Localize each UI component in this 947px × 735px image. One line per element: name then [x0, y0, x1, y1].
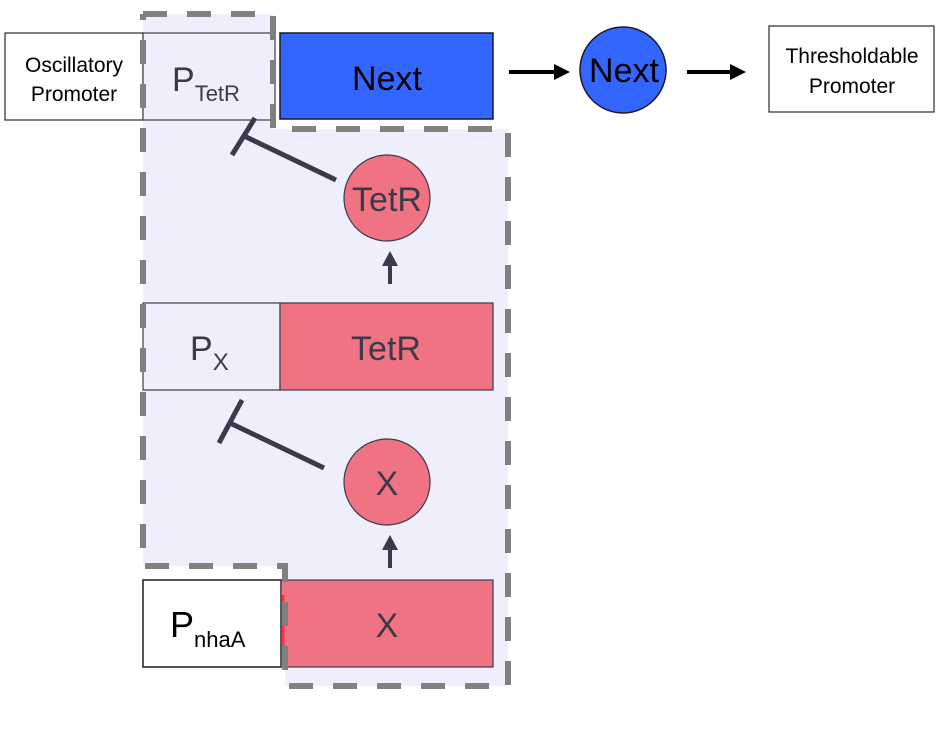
tetr-gene-box: TetR	[279, 302, 494, 391]
p-nhaa-promoter-box: PnhaA	[142, 579, 282, 668]
x-repression-inhibitor	[216, 398, 326, 471]
arrow-to-thresholdable	[687, 64, 746, 80]
svg-text:PnhaA: PnhaA	[170, 604, 246, 652]
tetr-protein-circle: TetR	[343, 154, 431, 242]
p-nhaa-main: P	[170, 604, 194, 645]
p-x-promoter-box: PX	[142, 302, 281, 391]
oscillatory-label-line1: Oscillatory	[25, 54, 124, 77]
next-protein-label: Next	[589, 52, 659, 90]
x-gene-label: X	[376, 607, 399, 645]
arrow-to-next-protein	[509, 64, 570, 80]
tetr-repression-inhibitor	[229, 116, 338, 183]
thresholdable-promoter-box: Thresholdable Promoter	[768, 25, 935, 113]
x-protein-circle: X	[343, 438, 431, 526]
svg-text:PTetR: PTetR	[172, 61, 240, 106]
x-expression-arrow	[382, 535, 398, 568]
p-nhaa-sub: nhaA	[194, 627, 246, 652]
oscillatory-label-line2: Promoter	[31, 83, 117, 106]
next-protein-circle: Next	[579, 26, 667, 114]
p-x-main: P	[190, 330, 213, 368]
p-tetr-sub: TetR	[195, 81, 240, 106]
tetr-gene-label: TetR	[351, 330, 421, 368]
p-tetr-main: P	[172, 61, 195, 99]
thresholdable-label-line1: Thresholdable	[785, 45, 918, 68]
thresholdable-label-line2: Promoter	[809, 75, 895, 98]
module-boundary-dashed	[140, 11, 511, 689]
next-gene-box: Next	[279, 32, 494, 120]
x-protein-label: X	[376, 465, 399, 503]
p-x-sub: X	[213, 349, 229, 376]
tetr-protein-label: TetR	[352, 181, 422, 219]
x-gene-box: X	[280, 579, 494, 668]
p-tetr-promoter-box: PTetR	[142, 32, 276, 121]
svg-text:PX: PX	[190, 330, 229, 376]
oscillatory-promoter-box: Oscillatory Promoter	[4, 32, 144, 121]
tetr-expression-arrow	[382, 251, 398, 284]
next-gene-label: Next	[352, 60, 422, 98]
